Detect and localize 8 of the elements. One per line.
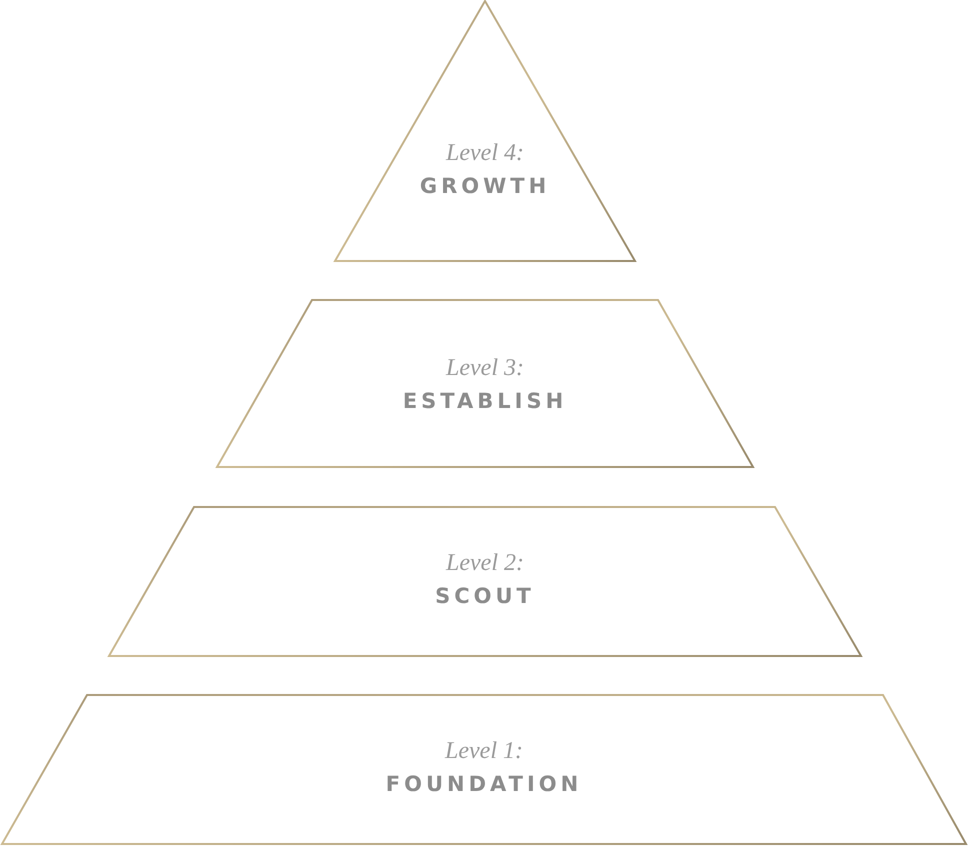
level-title: ESTABLISH xyxy=(402,389,568,413)
level-title: FOUNDATION xyxy=(386,772,582,796)
level-number-label: Level 2: xyxy=(446,550,524,577)
level-title: SCOUT xyxy=(435,584,535,608)
level-number-label: Level 1: xyxy=(445,738,523,765)
level-number-label: Level 3: xyxy=(446,355,524,382)
level-title: GROWTH xyxy=(420,174,550,198)
level-number-label: Level 4: xyxy=(446,140,524,167)
